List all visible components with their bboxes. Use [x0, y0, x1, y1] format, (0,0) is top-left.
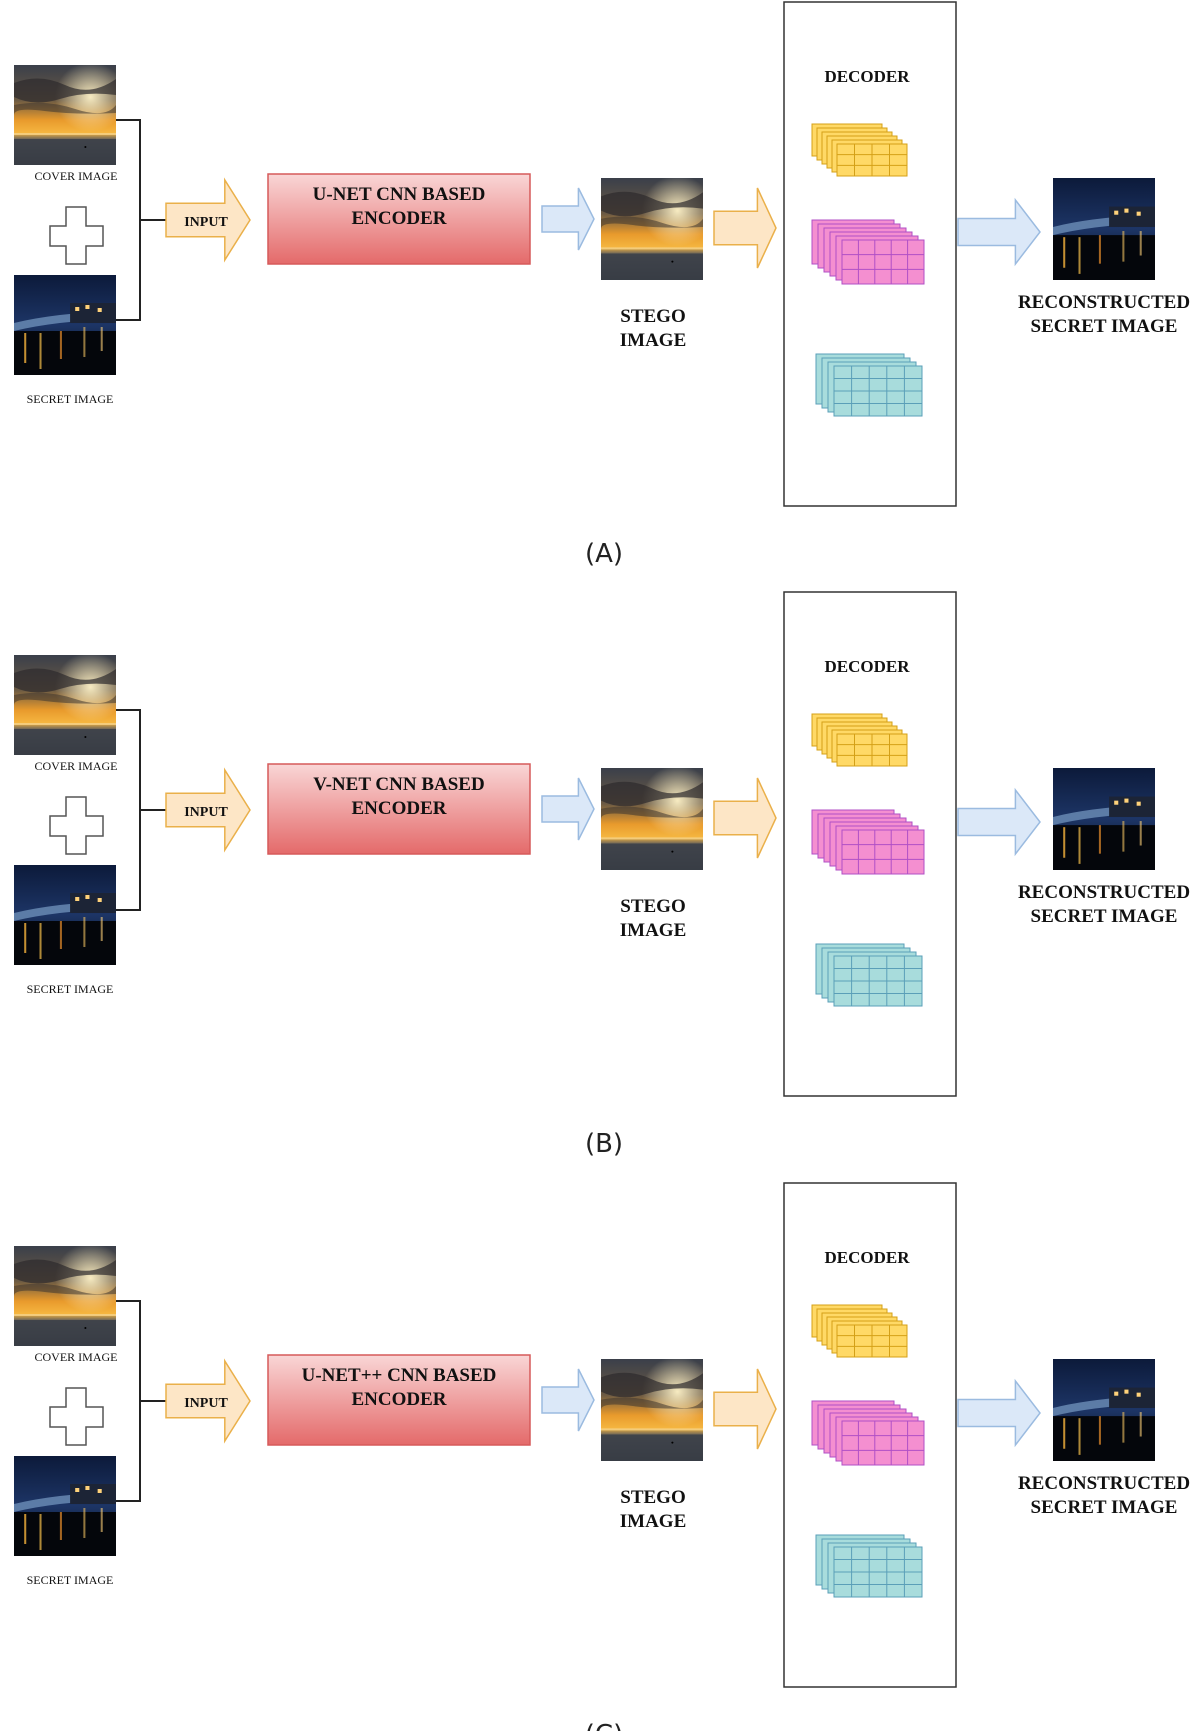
secret-image: [14, 1456, 116, 1556]
feature-map-layer: [841, 829, 925, 875]
feature-stack-yellow: [811, 1304, 908, 1358]
decoder-to-output-arrow: [957, 787, 1041, 857]
encoder-title-line2: ENCODER: [351, 208, 446, 229]
feature-stack-pink: [811, 809, 925, 875]
feature-map-layer: [841, 1420, 925, 1466]
feature-stack-pink: [811, 219, 925, 285]
plus-icon: [49, 206, 104, 265]
stego-image: [601, 1359, 703, 1461]
stego-label-line2: IMAGE: [620, 330, 687, 351]
plus-icon: [49, 796, 104, 855]
cover-image: [14, 1246, 116, 1346]
feature-stack-pink: [811, 1400, 925, 1466]
decoder-to-output-arrow: [957, 197, 1041, 267]
input-label: INPUT: [184, 1396, 228, 1411]
secret-image: [14, 865, 116, 965]
reconstructed-label-line1: RECONSTRUCTED: [1018, 882, 1190, 903]
panel-b: COVER IMAGE SECRET IMAGE INPUT V-NET CNN BA…: [14, 591, 1190, 1159]
input-arrow: [165, 177, 251, 263]
encoder-title-line2: ENCODER: [351, 798, 446, 819]
encoder-title-line1: U-NET CNN BASED: [313, 184, 486, 205]
feature-stack-teal: [815, 353, 923, 417]
reconstructed-label-line2: SECRET IMAGE: [1031, 316, 1178, 337]
input-connector-bracket: [116, 709, 141, 911]
decoder-label: DECODER: [824, 67, 910, 86]
plus-icon: [49, 1387, 104, 1446]
input-connector-bracket: [116, 1300, 141, 1502]
input-label: INPUT: [184, 215, 228, 230]
input-label: INPUT: [184, 805, 228, 820]
stego-to-decoder-arrow: [713, 777, 777, 859]
panel-a: COVER IMAGE SECRET IMAGE INPUT U-NET CNN BA…: [14, 1, 1190, 569]
stego-image: [601, 178, 703, 280]
decoder-label: DECODER: [824, 1248, 910, 1267]
reconstructed-label-line1: RECONSTRUCTED: [1018, 292, 1190, 313]
stego-label-line1: STEGO: [620, 896, 685, 917]
input-arrow: [165, 767, 251, 853]
secret-image: [14, 275, 116, 375]
feature-stack-yellow: [811, 123, 908, 177]
input-connector-bracket: [116, 119, 141, 321]
cover-image: [14, 655, 116, 755]
cover-image-label: COVER IMAGE: [35, 169, 118, 183]
reconstructed-label-line1: RECONSTRUCTED: [1018, 1473, 1190, 1494]
feature-stack-yellow: [811, 713, 908, 767]
stego-to-decoder-arrow: [713, 1368, 777, 1450]
encoder-title-line1: U-NET++ CNN BASED: [302, 1365, 497, 1386]
reconstructed-secret-image: [1053, 768, 1155, 870]
encoder-title-line1: V-NET CNN BASED: [313, 774, 484, 795]
feature-stack-teal: [815, 1534, 923, 1598]
decoder-label: DECODER: [824, 657, 910, 676]
encoder-box: [267, 1354, 531, 1446]
secret-image-label: SECRET IMAGE: [27, 1573, 114, 1587]
encoder-to-stego-arrow: [541, 187, 595, 251]
panel-caption: (B): [585, 1129, 623, 1159]
secret-image-label: SECRET IMAGE: [27, 982, 114, 996]
cover-image-label: COVER IMAGE: [35, 1350, 118, 1364]
secret-image-label: SECRET IMAGE: [27, 392, 114, 406]
stego-to-decoder-arrow: [713, 187, 777, 269]
reconstructed-label-line2: SECRET IMAGE: [1031, 906, 1178, 927]
encoder-box: [267, 763, 531, 855]
reconstructed-secret-image: [1053, 1359, 1155, 1461]
encoder-to-stego-arrow: [541, 1368, 595, 1432]
decoder-to-output-arrow: [957, 1378, 1041, 1448]
cover-image-label: COVER IMAGE: [35, 759, 118, 773]
reconstructed-label-line2: SECRET IMAGE: [1031, 1497, 1178, 1518]
panel-caption: (A): [585, 539, 623, 569]
stego-label-line2: IMAGE: [620, 920, 687, 941]
encoder-box: [267, 173, 531, 265]
stego-label-line2: IMAGE: [620, 1511, 687, 1532]
feature-stack-teal: [815, 943, 923, 1007]
stego-label-line1: STEGO: [620, 306, 685, 327]
reconstructed-secret-image: [1053, 178, 1155, 280]
stego-label-line1: STEGO: [620, 1487, 685, 1508]
cover-image: [14, 65, 116, 165]
panel-caption: (C): [585, 1720, 623, 1731]
feature-map-layer: [841, 239, 925, 285]
input-arrow: [165, 1358, 251, 1444]
encoder-to-stego-arrow: [541, 777, 595, 841]
encoder-title-line2: ENCODER: [351, 1389, 446, 1410]
panel-c: COVER IMAGE SECRET IMAGE INPUT U-NET++ CNN …: [14, 1182, 1190, 1731]
stego-image: [601, 768, 703, 870]
